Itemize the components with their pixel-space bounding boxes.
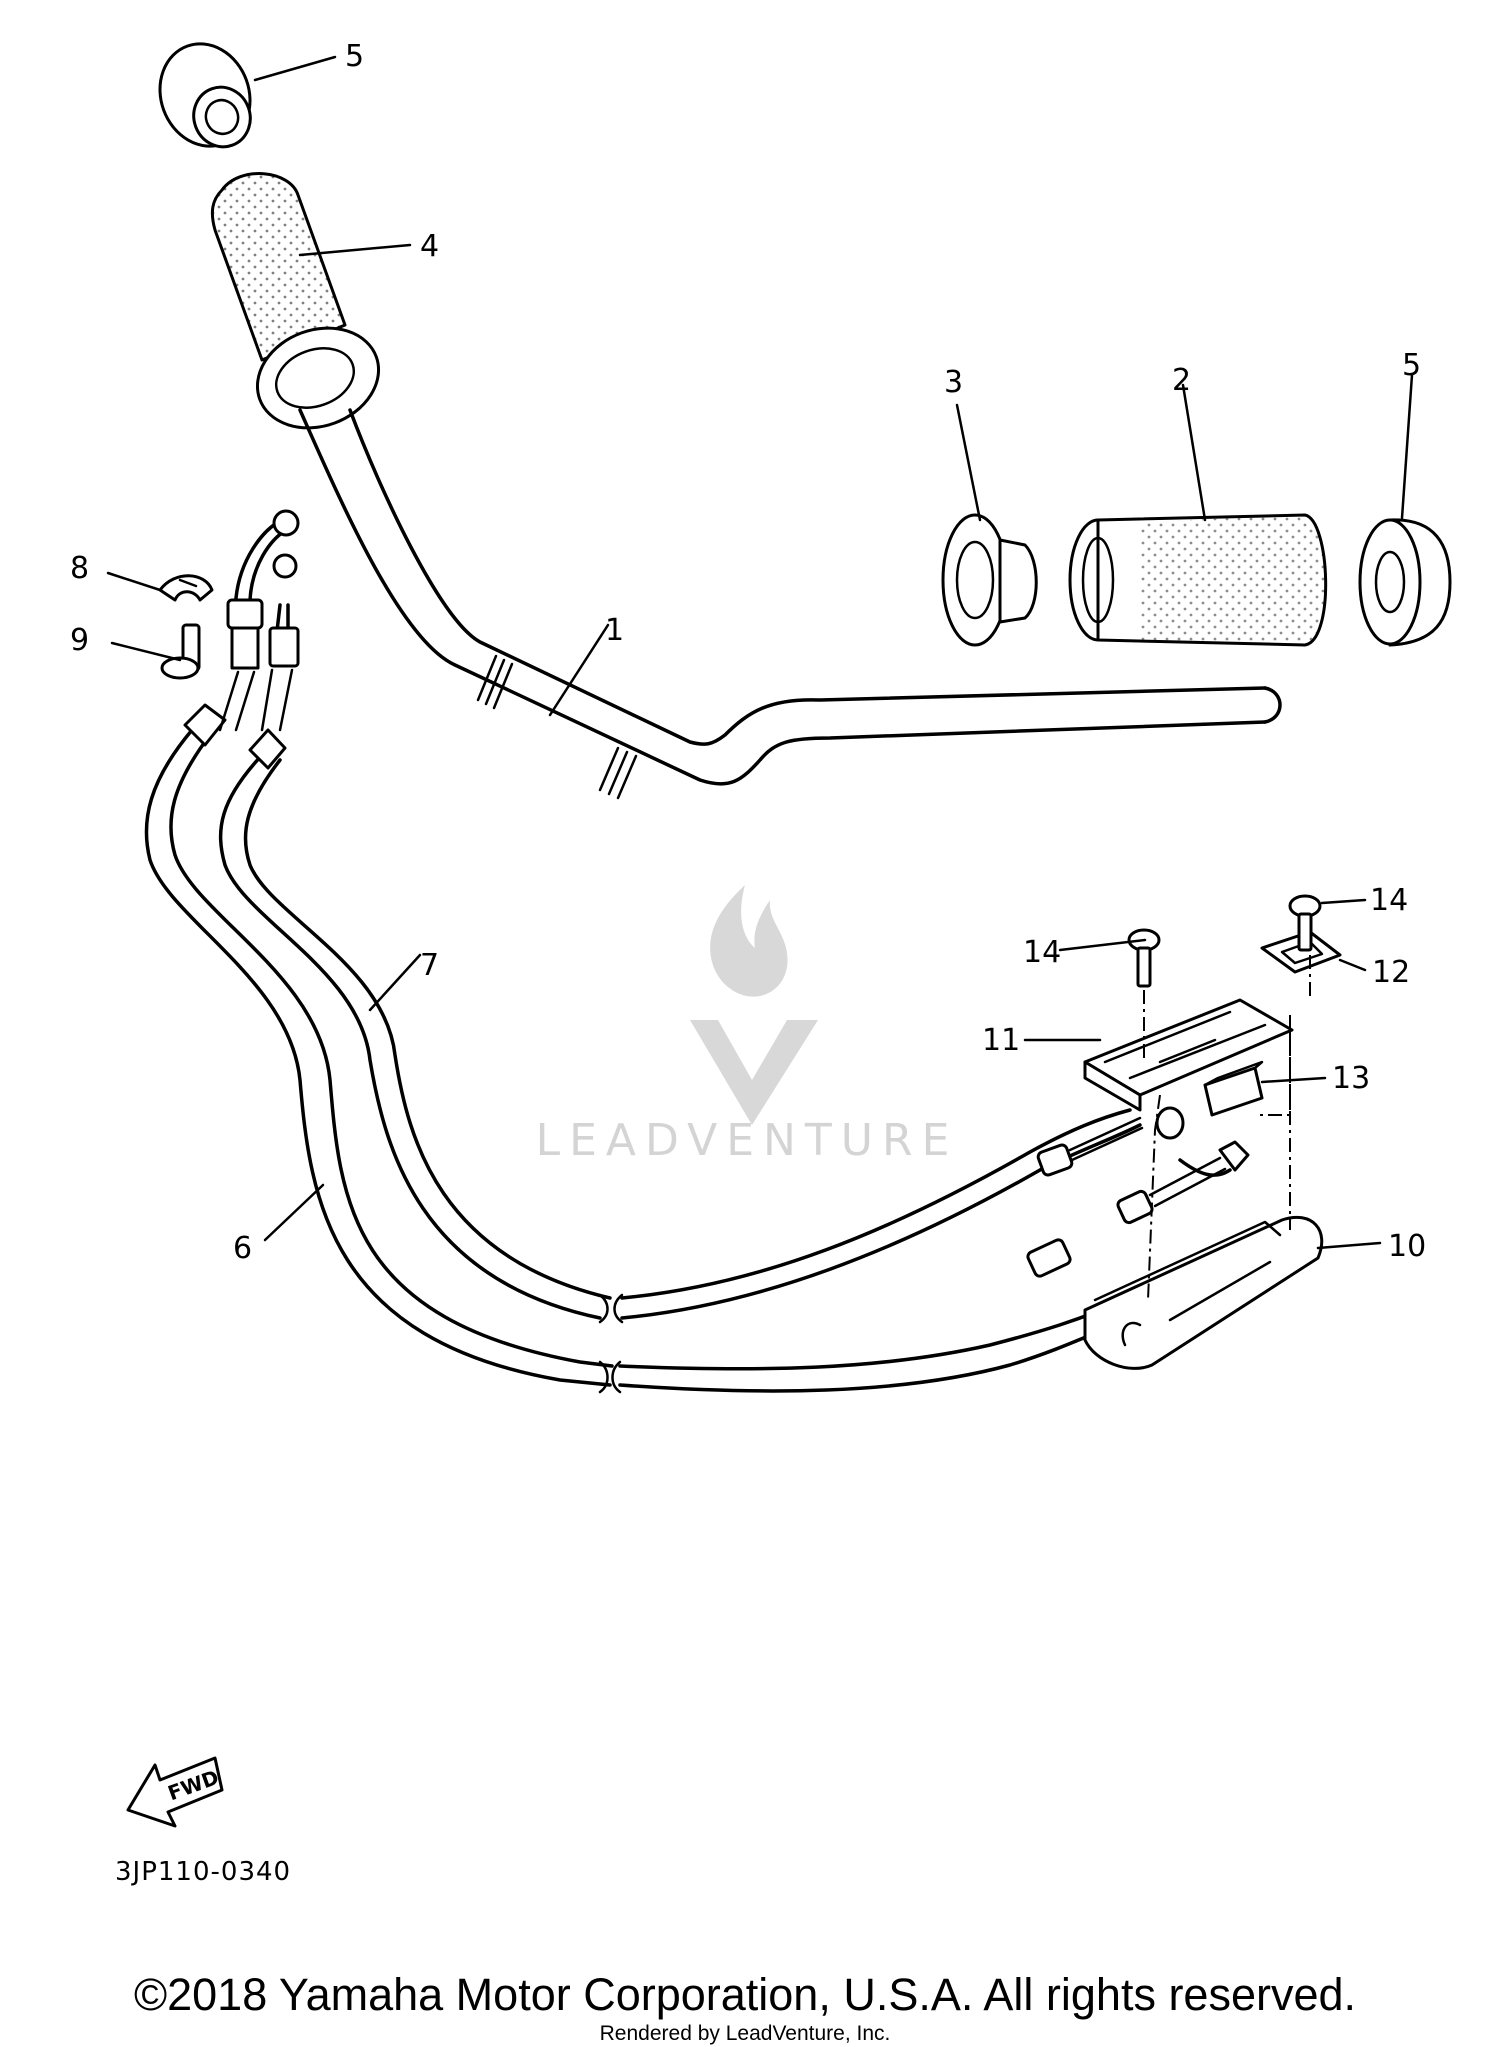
callout-11: 11 (982, 1023, 1020, 1058)
knurl-band-2 (598, 746, 638, 800)
end-weight-top (158, 42, 252, 149)
callout-4: 4 (420, 229, 439, 264)
block-13 (1203, 1060, 1264, 1117)
callout-7: 7 (420, 948, 439, 983)
callout-12: 12 (1372, 955, 1410, 990)
callout-8: 8 (70, 551, 89, 586)
screw-14-right (1288, 894, 1322, 952)
grip-left (210, 172, 381, 430)
screw-14-left (1127, 928, 1161, 988)
callout-numbers: 5 4 3 2 5 1 8 9 7 6 11 14 14 12 13 10 (70, 39, 1426, 1266)
clip-8 (158, 574, 214, 602)
rendered-by-notice: Rendered by LeadVenture, Inc. (600, 2022, 891, 2045)
callout-10: 10 (1388, 1229, 1426, 1264)
cable-6 (144, 728, 1232, 1394)
cable-ends-bottom (1026, 1106, 1250, 1278)
assembly-guide-lines (1143, 955, 1311, 1301)
end-weight-right (1358, 518, 1452, 647)
knurl-band-1 (476, 654, 514, 710)
callout-2: 2 (1172, 363, 1191, 398)
bolt-9 (160, 623, 201, 680)
callout-14-left: 14 (1023, 935, 1061, 970)
callout-3: 3 (944, 365, 963, 400)
handlebar (298, 408, 1282, 800)
callout-13: 13 (1332, 1061, 1370, 1096)
callout-1: 1 (605, 613, 624, 648)
leadventure-watermark: LEADVENTURE (536, 885, 959, 1166)
fwd-arrow-icon: FWD (126, 1756, 224, 1828)
cable-ends-top (183, 509, 300, 770)
callout-14-right: 14 (1370, 883, 1408, 918)
cover-11 (1083, 998, 1294, 1112)
callout-5-right: 5 (1402, 348, 1421, 383)
callout-5-top: 5 (345, 39, 364, 74)
grip-right (1068, 513, 1328, 647)
callout-6: 6 (233, 1231, 252, 1266)
copyright-notice: ©2018 Yamaha Motor Corporation, U.S.A. A… (134, 1969, 1356, 2020)
housing-10 (1083, 1215, 1324, 1370)
leader-lines (106, 55, 1414, 1250)
diagram-code: 3JP110-0340 (115, 1857, 291, 1887)
collar-right (941, 513, 1038, 647)
callout-9: 9 (70, 623, 89, 658)
watermark-brand: LEADVENTURE (536, 1115, 959, 1166)
cable-7 (218, 753, 1142, 1324)
